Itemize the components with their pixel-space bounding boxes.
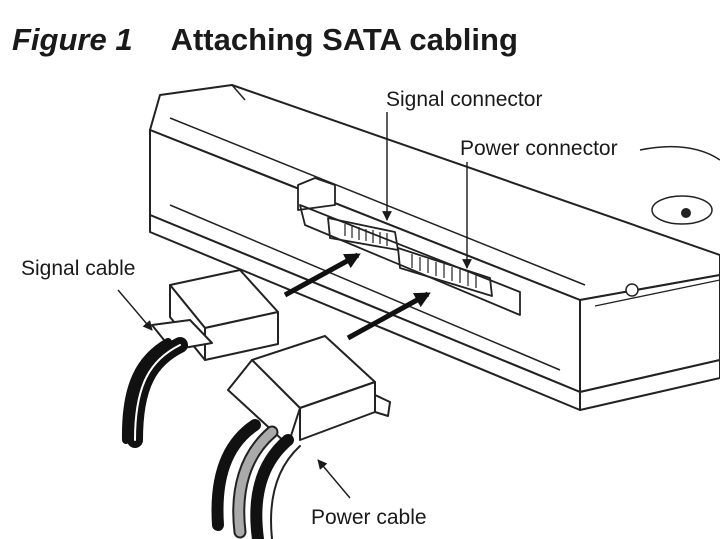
side-mount-hole: [625, 283, 639, 297]
drive-connector-area: [297, 177, 521, 316]
power-cable-wires: [211, 419, 301, 539]
power-cable-label: Power cable: [311, 506, 427, 529]
drive-side-face: [579, 274, 720, 393]
insertion-arrows: [283, 252, 431, 341]
signal-cable-leader: [117, 289, 153, 331]
figure-heading: Attaching SATA cabling: [170, 22, 518, 57]
power-cable-plug: [227, 335, 391, 446]
leader-lines: [117, 112, 472, 499]
signal-insertion-arrow: [283, 252, 361, 298]
figure-number: Figure 1: [12, 22, 133, 57]
figure-title: Figure 1 Attaching SATA cabling: [12, 22, 518, 58]
signal-cable-label: Signal cable: [21, 257, 135, 280]
power-connector-pins: [411, 254, 477, 288]
signal-cable-plug: [151, 269, 279, 361]
hard-drive: [149, 84, 720, 411]
power-insertion-arrow: [346, 291, 431, 341]
drive-base-side: [579, 359, 720, 411]
signal-connector-label: Signal connector: [386, 88, 542, 111]
signal-cable-wires: [121, 337, 188, 448]
power-connector-label: Power connector: [460, 137, 618, 160]
power-cable-leader: [317, 459, 351, 499]
signal-connector-pins: [344, 224, 388, 246]
